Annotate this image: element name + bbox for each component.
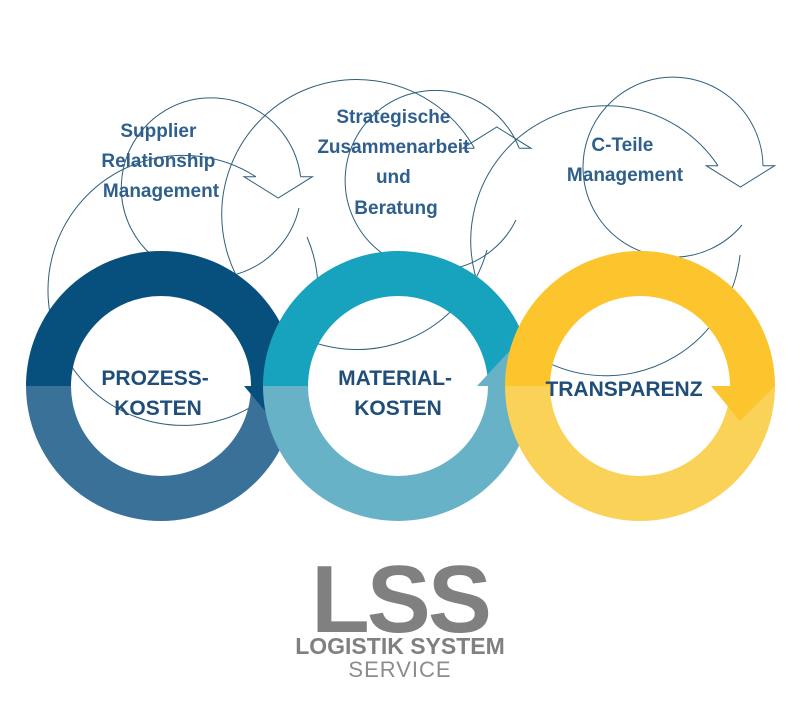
top-label-line: Strategische (336, 107, 450, 128)
top-labels: Supplier Relationship Management Strateg… (101, 107, 683, 219)
bottom-label-materialkosten: MATERIAL- KOSTEN (338, 367, 458, 420)
bottom-label-transparenz: TRANSPARENZ (545, 378, 702, 401)
top-label-line: Management (567, 165, 684, 186)
top-label-line: C-Teile (591, 135, 653, 156)
bottom-label-line: KOSTEN (354, 397, 442, 420)
logo-wordmark: LSS (311, 546, 492, 653)
ring-2-upper-half (263, 251, 533, 386)
ring-1-upper-half (26, 251, 296, 386)
ring-3-arrowhead (711, 386, 775, 421)
ring-2-lower-half (263, 386, 533, 521)
top-label-line: Beratung (354, 198, 437, 219)
logo-line-2: SERVICE (348, 657, 452, 682)
logo-line-1: LOGISTIK SYSTEM (295, 633, 505, 659)
bottom-label-line: KOSTEN (114, 397, 202, 420)
ring-1-lower-half (26, 386, 296, 521)
top-label-line: Zusammenarbeit (317, 137, 470, 158)
top-label-srm: Supplier Relationship Management (101, 121, 220, 202)
top-label-cteile: C-Teile Management (567, 135, 684, 186)
bottom-labels: PROZESS- KOSTEN MATERIAL- KOSTEN TRANSPA… (101, 367, 702, 420)
top-label-strategie: Strategische Zusammenarbeit und Beratung (317, 107, 474, 219)
top-label-line: Management (103, 181, 220, 202)
bottom-label-line: MATERIAL- (338, 367, 452, 390)
bottom-label-prozesskosten: PROZESS- KOSTEN (101, 367, 214, 420)
bottom-label-line: TRANSPARENZ (545, 378, 702, 401)
bottom-ring-3 (505, 251, 775, 521)
top-label-line: und (376, 167, 411, 188)
bottom-label-line: PROZESS- (101, 367, 208, 390)
top-label-line: Supplier (120, 121, 197, 142)
top-label-line: Relationship (101, 151, 215, 172)
ring-3-lower-half (505, 386, 775, 521)
ring-3-upper-half (505, 251, 775, 386)
